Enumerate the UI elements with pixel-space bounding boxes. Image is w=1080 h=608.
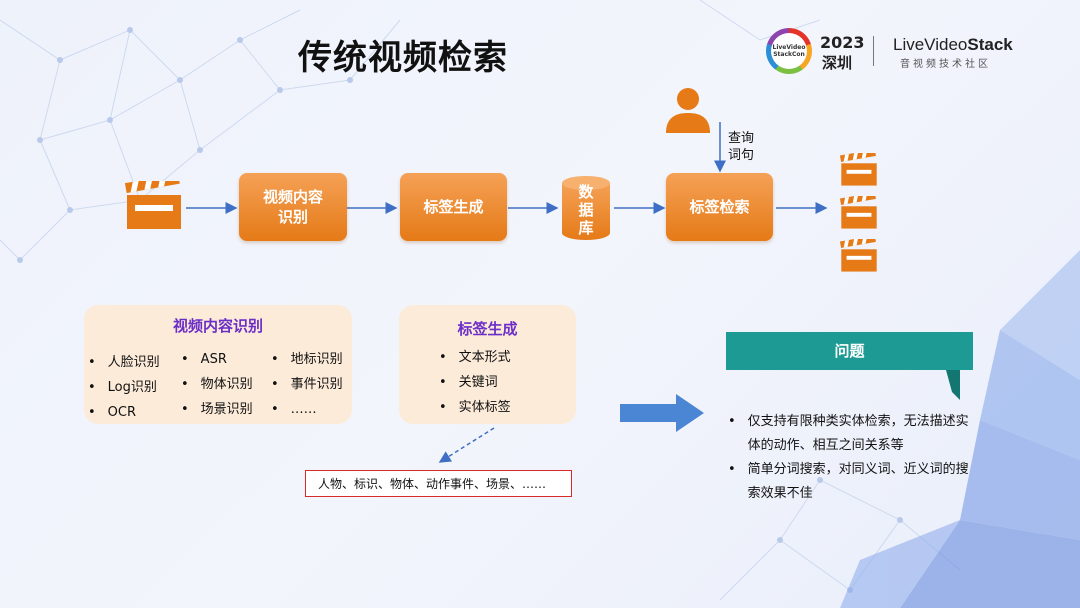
query-label-line1: 查询 <box>728 131 755 146</box>
logo-divider <box>873 36 874 66</box>
flow-step-tag-generation: 标签生成 <box>400 173 507 241</box>
recognition-panel: 视频内容识别 人脸识别 Log识别 OCR ASR 物体识别 场景识别 地标识别… <box>84 305 352 424</box>
result-clapperboard-icon <box>840 153 877 186</box>
banner-fold <box>946 370 960 400</box>
tag-generation-item: 关键词 <box>439 370 511 395</box>
tag-generation-panel: 标签生成 文本形式 关键词 实体标签 <box>399 305 576 424</box>
database-label-char: 数 <box>578 183 594 201</box>
flow-step-tag-search-label: 标签检索 <box>689 198 750 216</box>
brand-name: LiveVideoStack <box>893 35 1013 55</box>
problem-item: • 简单分词搜索，对同义词、近义词的搜索效果不佳 <box>728 458 980 506</box>
recognition-col3: 地标识别 事件识别 …… <box>271 347 343 422</box>
logo-city: 深圳 <box>822 54 853 72</box>
tag-generation-list: 文本形式 关键词 实体标签 <box>439 345 511 420</box>
database-label: 数 据 库 <box>560 183 612 237</box>
recognition-panel-title: 视频内容识别 <box>172 317 263 335</box>
logo-badge-line1: LiveVideo <box>772 44 806 51</box>
page-title: 传统视频检索 <box>298 38 508 78</box>
database-label-char: 据 <box>578 201 594 219</box>
database-icon <box>562 176 610 240</box>
tag-generation-panel-title: 标签生成 <box>457 320 518 338</box>
recognition-item: 场景识别 <box>181 397 253 422</box>
problem-item-text: 简单分词搜索，对同义词、近义词的搜索效果不佳 <box>747 462 969 501</box>
recognition-item: Log识别 <box>88 375 160 400</box>
conference-logo: LiveVideo StackCon <box>766 28 812 74</box>
tag-generation-item: 文本形式 <box>439 345 511 370</box>
problem-list: • 仅支持有限种类实体检索，无法描述实体的动作、相互之间关系等 • 简单分词搜索… <box>728 410 980 506</box>
result-clapperboard-icon <box>840 239 877 272</box>
problem-item-text: 仅支持有限种类实体检索，无法描述实体的动作、相互之间关系等 <box>747 414 969 453</box>
logo-year: 2023 <box>820 33 865 52</box>
recognition-item: 地标识别 <box>271 347 343 372</box>
query-label-line2: 词句 <box>728 148 755 163</box>
recognition-col2: ASR 物体识别 场景识别 <box>181 347 253 422</box>
brand-subtitle: 音视频技术社区 <box>900 59 991 70</box>
recognition-item: 物体识别 <box>181 372 253 397</box>
tags-example-box: 人物、标识、物体、动作事件、场景、…… <box>305 470 572 497</box>
right-arrow-icon <box>620 394 704 432</box>
logo-badge-line2: StackCon <box>773 51 805 58</box>
database-label-char: 库 <box>578 219 594 237</box>
brand-part2: Stack <box>967 35 1013 54</box>
flow-step-tag-generation-label: 标签生成 <box>423 198 484 216</box>
tag-generation-item: 实体标签 <box>439 395 511 420</box>
problem-banner: 问题 <box>726 332 973 370</box>
recognition-item: ASR <box>181 347 253 372</box>
result-clapperboard-icon <box>840 196 877 229</box>
recognition-item: 人脸识别 <box>88 350 160 375</box>
flow-step-content-recognition: 视频内容识别 <box>239 173 347 241</box>
brand-part1: LiveVideo <box>893 35 968 54</box>
recognition-item: …… <box>271 397 343 422</box>
problem-item: • 仅支持有限种类实体检索，无法描述实体的动作、相互之间关系等 <box>728 410 980 458</box>
clapperboard-icon <box>125 181 181 229</box>
flow-step-content-recognition-label: 视频内容识别 <box>262 188 323 226</box>
recognition-item: 事件识别 <box>271 372 343 397</box>
recognition-col1: 人脸识别 Log识别 OCR <box>88 350 160 425</box>
user-icon <box>666 88 710 133</box>
flow-step-tag-search: 标签检索 <box>666 173 773 241</box>
recognition-item: OCR <box>88 400 160 425</box>
query-label: 查询 词句 <box>728 130 754 164</box>
